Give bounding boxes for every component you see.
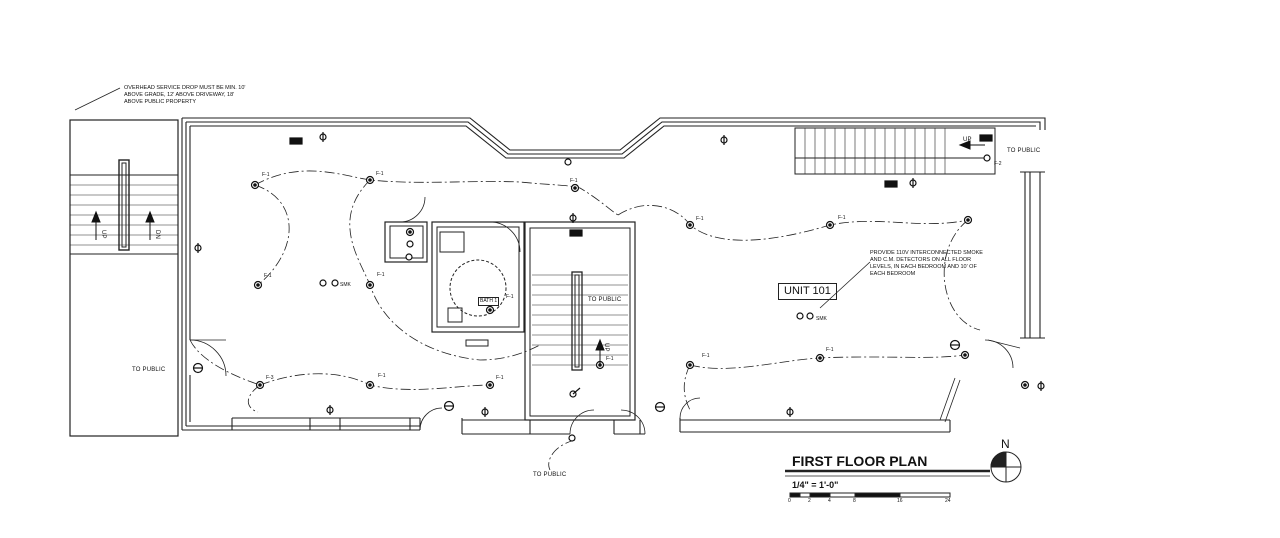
exterior-walls <box>181 117 1046 435</box>
circuit-label: F-1 <box>496 375 504 381</box>
duplex-outlet-icon <box>569 213 577 223</box>
circuit-label: F-1 <box>696 216 704 222</box>
stair-down-label: DN <box>154 230 160 240</box>
door-swings <box>189 196 1021 435</box>
circuit-label: F-1 <box>838 215 846 221</box>
switch-icon <box>568 434 576 442</box>
north-arrow <box>990 451 1022 483</box>
circuit-label: F-1 <box>606 356 614 362</box>
panel-icon <box>289 137 303 145</box>
ceiling-light-icon <box>960 350 970 360</box>
unit-label: UNIT 101 <box>778 283 837 300</box>
ceiling-light-icon <box>365 175 375 185</box>
scale-label: 1/4" = 1'-0" <box>792 480 839 490</box>
switch-icon <box>406 240 414 248</box>
smoke-detector-label: SMK <box>340 282 351 288</box>
smoke-detector-note: PROVIDE 110V INTERCONNECTED SMOKE AND C.… <box>870 250 983 277</box>
smoke-detector-label: SMK <box>816 316 827 322</box>
title-block-lines <box>785 469 990 498</box>
ceiling-light-icon <box>825 220 835 230</box>
scale-tick: 0 <box>788 498 791 504</box>
circuit-label: F-1 <box>377 272 385 278</box>
to-public-label-stair: TO PUBLIC <box>588 297 622 303</box>
panel-icon <box>979 134 993 142</box>
circuit-label: F-1 <box>378 373 386 379</box>
to-public-label-bottom: TO PUBLIC <box>533 472 567 478</box>
exterior-light-icon <box>443 400 455 412</box>
north-label: N <box>1001 437 1010 451</box>
duplex-outlet-icon <box>720 135 728 145</box>
switch-icon <box>405 253 413 261</box>
ceiling-light-icon <box>685 360 695 370</box>
panel-icon <box>569 229 583 237</box>
ceiling-light-icon <box>815 353 825 363</box>
duplex-outlet-icon <box>326 405 334 415</box>
stair-up-center-label: UP <box>603 343 609 352</box>
switch-icon <box>569 387 581 398</box>
ceiling-light-icon <box>963 215 973 225</box>
stair-arrows <box>91 140 985 365</box>
bath-label: BATH 1 <box>478 297 500 306</box>
circuit-lines <box>189 170 981 471</box>
fixture-symbols <box>192 132 1045 442</box>
ceiling-light-icon <box>255 380 265 390</box>
ceiling-light-icon <box>570 183 580 193</box>
center-stair <box>524 221 636 421</box>
duplex-outlet-icon <box>909 178 917 188</box>
duplex-outlet-icon <box>786 407 794 417</box>
ceiling-light-icon <box>685 220 695 230</box>
duplex-outlet-icon <box>319 132 327 142</box>
ceiling-light-icon <box>253 280 263 290</box>
scale-tick: 2 <box>808 498 811 504</box>
duplex-outlet-icon <box>481 407 489 417</box>
stair-up-right-label: UP <box>963 137 972 143</box>
smoke-detector-icon <box>796 312 814 320</box>
circuit-label-2: F-2 <box>994 161 1002 167</box>
circuit-label: F-1 <box>264 273 272 279</box>
circuit-label: F-1 <box>506 294 514 300</box>
ceiling-light-icon <box>485 380 495 390</box>
stair-up-label: UP <box>100 230 106 239</box>
switch-icon <box>564 158 572 166</box>
circuit-label: F-1 <box>570 178 578 184</box>
ceiling-light-icon <box>1020 380 1030 390</box>
ceiling-light-icon <box>365 280 375 290</box>
scale-tick: 24 <box>945 498 951 504</box>
duplex-outlet-icon <box>194 243 202 253</box>
smoke-detector-icon <box>319 279 339 287</box>
switch-icon <box>983 154 991 162</box>
left-porch <box>69 119 179 437</box>
circuit-label: F-1 <box>702 353 710 359</box>
circuit-label: F-1 <box>826 347 834 353</box>
scale-tick: 16 <box>897 498 903 504</box>
ceiling-light-icon <box>405 227 415 237</box>
top-right-stair <box>794 127 996 175</box>
page-title: FIRST FLOOR PLAN <box>792 453 928 469</box>
scale-tick: 4 <box>828 498 831 504</box>
exterior-light-icon <box>192 362 204 374</box>
ceiling-light-icon <box>250 180 260 190</box>
circuit-label-3: F-3 <box>266 375 274 381</box>
panel-icon <box>884 180 898 188</box>
ceiling-light-icon <box>485 305 495 315</box>
circuit-label: F-1 <box>376 171 384 177</box>
to-public-label-top-right: TO PUBLIC <box>1007 148 1041 154</box>
leader-lines <box>74 87 871 309</box>
circuit-label: F-1 <box>262 172 270 178</box>
ceiling-light-icon <box>365 380 375 390</box>
duplex-outlet-icon <box>1037 381 1045 391</box>
exterior-light-icon <box>654 401 666 413</box>
service-drop-note: OVERHEAD SERVICE DROP MUST BE MIN. 10' A… <box>124 85 246 105</box>
scale-tick: 8 <box>853 498 856 504</box>
bathroom <box>431 221 525 347</box>
exterior-light-icon <box>949 339 961 351</box>
to-public-label-left: TO PUBLIC <box>132 367 166 373</box>
